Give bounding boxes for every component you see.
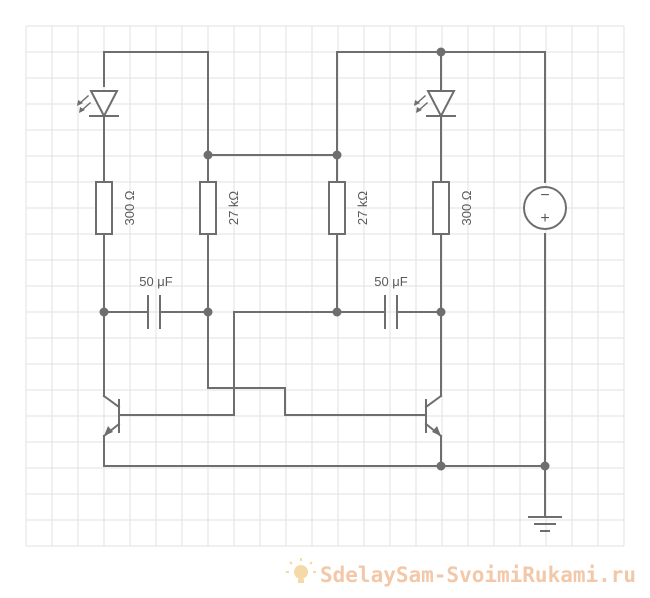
resistor-r1	[95, 181, 113, 235]
resistor-r2-label: 27 kΩ	[226, 191, 241, 226]
capacitor-c1	[147, 295, 161, 329]
resistor-r3	[328, 181, 346, 235]
junction-nodes	[99, 47, 550, 471]
battery-source: − +	[523, 186, 567, 230]
ground-symbol	[528, 516, 562, 532]
grid-background	[25, 25, 625, 547]
resistor-r1-label: 300 Ω	[122, 190, 137, 225]
transistor-q2	[424, 394, 443, 438]
lightbulb-icon	[286, 558, 316, 583]
capacitor-c2	[384, 295, 398, 329]
capacitor-c1-label: 50 μF	[139, 274, 173, 289]
capacitor-c2-label: 50 μF	[374, 274, 408, 289]
battery-minus-sign: −	[540, 187, 549, 204]
led-1	[77, 90, 119, 119]
resistor-r2	[199, 181, 217, 235]
watermark: SdelaySam-SvoimiRukami.ru	[286, 558, 636, 587]
resistor-r4-label: 300 Ω	[459, 190, 474, 225]
resistor-r3-label: 27 kΩ	[355, 191, 370, 226]
light-emission-icon	[77, 94, 92, 113]
watermark-text: SdelaySam-SvoimiRukami.ru	[320, 563, 636, 587]
battery-plus-sign: +	[540, 210, 549, 227]
resistor-r4	[432, 181, 450, 235]
transistor-q1	[102, 394, 121, 438]
led-2	[414, 90, 456, 119]
light-emission-icon	[414, 94, 429, 113]
